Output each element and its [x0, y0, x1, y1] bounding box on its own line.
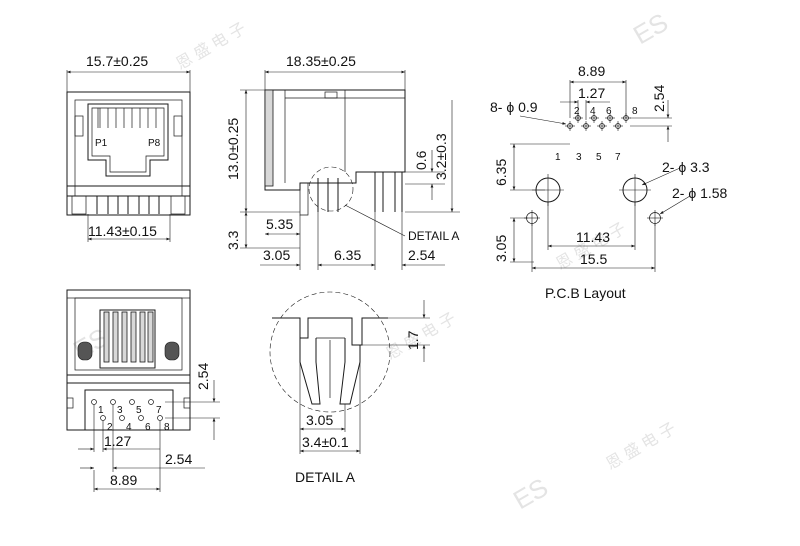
- pcb-pin-5: 5: [596, 152, 602, 163]
- detail-3-05-label: 3.05: [306, 412, 333, 428]
- pcb-8-89-label: 8.89: [578, 63, 605, 79]
- pcb-big-holes-label: 2- ϕ 3.3: [662, 159, 710, 175]
- front-contacts: [97, 108, 157, 128]
- pcb-11-43-label: 11.43: [576, 229, 610, 245]
- bottom-contacts: [103, 311, 154, 363]
- detail-3-4-label: 3.4±0.1: [302, 434, 349, 450]
- front-pin1-label: P1: [95, 138, 108, 149]
- side-6-35-label: 6.35: [334, 247, 361, 263]
- pcb-2-54-label: 2.54: [651, 85, 667, 112]
- pcb-med-holes-label: 2- ϕ 1.58: [672, 185, 728, 201]
- side-length-label: 18.35±0.25: [286, 53, 356, 69]
- front-pins: [96, 196, 160, 214]
- pcb-pin-1: 1: [555, 152, 561, 163]
- pcb-pin-4: 4: [590, 106, 596, 117]
- bottom-2-54-h-label: 2.54: [165, 451, 192, 467]
- bottom-view: 1 3 5 7 2 4 6 8 2.54 1.27 2.54 8.89: [66, 289, 220, 492]
- front-width-label: 15.7±0.25: [86, 53, 148, 69]
- bottom-1-27-label: 1.27: [104, 433, 131, 449]
- side-height-label: 13.0±0.25: [225, 118, 241, 180]
- detail-a-marker: [308, 166, 354, 212]
- watermark-chars: 恩 盛 电 子: [603, 419, 679, 473]
- pcb-15-5-label: 15.5: [580, 251, 607, 267]
- pcb-pin-7: 7: [615, 152, 621, 163]
- pcb-3-05-label: 3.05: [493, 235, 509, 262]
- pcb-6-35-label: 6.35: [493, 159, 509, 186]
- bottom-pin-holes: [91, 399, 163, 421]
- bottom-pin-8: 8: [164, 422, 170, 433]
- pcb-pin-6: 6: [606, 106, 612, 117]
- bottom-pin-6: 6: [145, 422, 151, 433]
- bottom-8-89-label: 8.89: [110, 472, 137, 488]
- detail-1-7-label: 1.7: [405, 330, 421, 350]
- bottom-2-54-v-label: 2.54: [195, 363, 211, 390]
- side-3-2-label: 3.2±0.3: [433, 133, 449, 180]
- side-2-54-label: 2.54: [408, 247, 435, 263]
- pcb-pin-2: 2: [574, 106, 580, 117]
- detail-a-reference: DETAIL A: [408, 229, 459, 243]
- pcb-layout: 8.89 1.27 2.54 2 4 6 8 1 3 5 7: [490, 63, 728, 301]
- pcb-small-holes-label: 8- ϕ 0.9: [490, 99, 538, 115]
- bottom-pin-2: 2: [107, 422, 113, 433]
- side-view: 18.35±0.25 DETAIL A 13.0±0.25 3.3 5.35: [225, 53, 460, 270]
- bottom-pin-1: 1: [98, 405, 104, 416]
- pcb-small-holes: [565, 113, 631, 131]
- bottom-pin-3: 3: [117, 405, 123, 416]
- bottom-pin-7: 7: [156, 405, 162, 416]
- front-view: 15.7±0.25 P1 P8: [66, 53, 191, 242]
- detail-a-caption: DETAIL A: [295, 469, 356, 485]
- detail-a-view: 1.7 3.05 3.4±0.1 DETAIL A: [269, 291, 430, 485]
- side-0-6-label: 0.6: [413, 150, 429, 170]
- front-pitch-label: 11.43±0.15: [88, 223, 157, 239]
- watermark-brand: ES: [508, 472, 553, 515]
- pcb-1-27-label: 1.27: [578, 85, 605, 101]
- bottom-pin-5: 5: [136, 405, 142, 416]
- pcb-pin-8: 8: [632, 106, 638, 117]
- watermark-brand: ES: [628, 7, 673, 50]
- pcb-caption: P.C.B Layout: [545, 285, 626, 301]
- front-pin8-label: P8: [148, 138, 161, 149]
- side-5-35-label: 5.35: [266, 216, 293, 232]
- watermark-chars: 恩 盛 电 子: [173, 19, 249, 73]
- bottom-pin-4: 4: [126, 422, 132, 433]
- pcb-pin-3: 3: [576, 152, 582, 163]
- side-3-3-label: 3.3: [225, 230, 241, 250]
- side-3-05-label: 3.05: [263, 247, 290, 263]
